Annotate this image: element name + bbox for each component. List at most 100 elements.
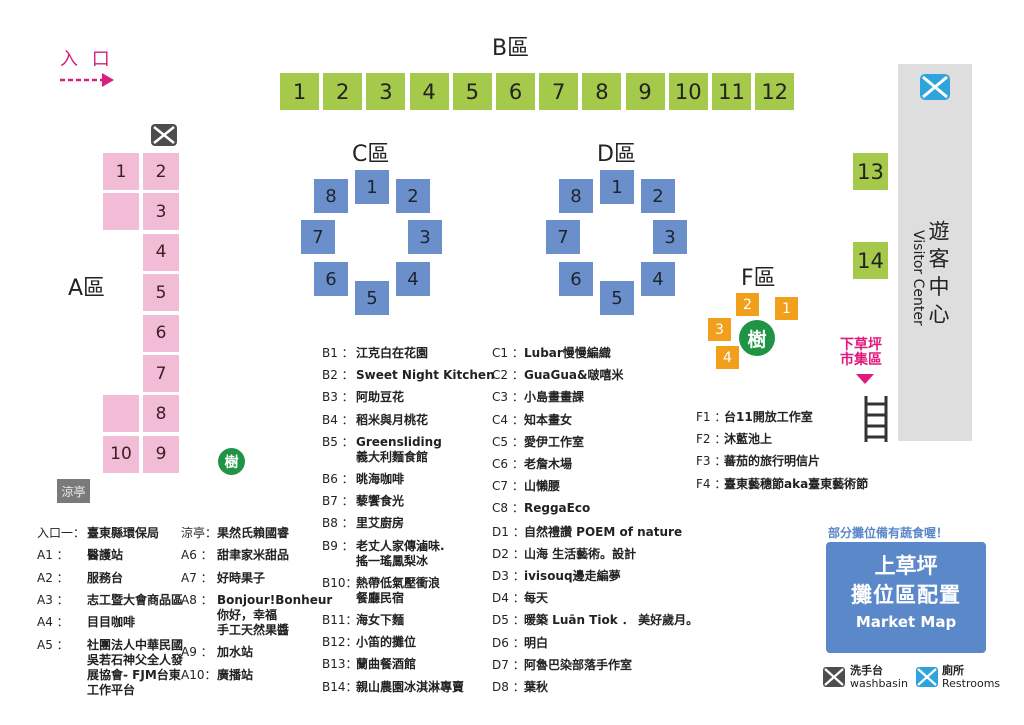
stall-a5[interactable]: 5: [143, 274, 179, 312]
stall-c6[interactable]: 6: [314, 262, 348, 296]
stall-b14[interactable]: 14: [853, 242, 888, 279]
legend-value-line: 手工天然果醬: [217, 622, 290, 637]
legend-key: D8 ：: [492, 679, 525, 694]
stall-f2[interactable]: 2: [736, 293, 759, 316]
restroom-en: Restrooms: [942, 677, 1001, 690]
stall-c7[interactable]: 7: [301, 220, 335, 254]
stall-a6[interactable]: 6: [143, 314, 179, 352]
stall-b3[interactable]: 3: [366, 73, 406, 110]
legend-value-line: GuaGua&啵嘻米: [524, 368, 624, 383]
legend-item: C2 ：GuaGua&啵嘻米: [492, 368, 623, 383]
stall-f3[interactable]: 3: [708, 318, 731, 341]
stall-b4[interactable]: 4: [409, 73, 449, 110]
stall-a7[interactable]: 7: [143, 355, 179, 392]
legend-value-line: 阿助豆花: [356, 390, 405, 405]
stall-d2[interactable]: 2: [641, 179, 675, 213]
stall-c1[interactable]: 1: [355, 170, 389, 204]
stall-f4[interactable]: 4: [716, 346, 739, 369]
stall-a3[interactable]: 3: [143, 193, 179, 231]
legend-item: C7 ：山懶腰: [492, 479, 560, 494]
legend-value-line: 阿魯巴染部落手作室: [524, 657, 633, 672]
restroom-legend-label: 廁所 Restrooms: [942, 664, 1000, 690]
legend-value: Sweet Night Kitchen: [356, 368, 495, 383]
legend-item: B4 ：稻米與月桃花: [322, 413, 428, 428]
stall-a8[interactable]: 8: [143, 395, 179, 433]
legend-value-line: 社團法人中華民國: [87, 637, 184, 652]
title-box: 上草坪 攤位區配置 Market Map: [826, 542, 986, 653]
stall-d1[interactable]: 1: [600, 170, 634, 204]
legend-key: B5 ：: [322, 434, 354, 449]
stall-d3[interactable]: 3: [653, 220, 687, 254]
stall-a9[interactable]: 9: [143, 435, 179, 473]
stall-f1[interactable]: 1: [775, 297, 798, 320]
stall-c8[interactable]: 8: [314, 179, 348, 213]
stall-b5[interactable]: 5: [452, 73, 492, 110]
legend-value: 社團法人中華民國吳若石神父全人發展協會- FJM台東工作平台: [87, 638, 183, 698]
legend-value: 目目咖啡: [87, 615, 135, 630]
legend-value: 親山農園冰淇淋專賣: [356, 680, 464, 695]
vegetarian-note: 部分攤位備有蔬食喔！: [828, 526, 949, 540]
washbasin-icon[interactable]: [151, 124, 177, 146]
stall-a-empty[interactable]: [103, 193, 139, 231]
stall-a10[interactable]: 10: [103, 435, 139, 473]
stall-d6[interactable]: 6: [559, 262, 593, 296]
legend-item: F4 ：臺東藝穗節aka臺東藝術節: [696, 477, 868, 492]
stall-c2[interactable]: 2: [396, 179, 430, 213]
stall-c5[interactable]: 5: [355, 281, 389, 315]
legend-value-line: 甜聿家米甜品: [217, 548, 290, 563]
stall-b1[interactable]: 1: [280, 73, 319, 110]
stall-b12[interactable]: 12: [755, 73, 795, 110]
stall-d7[interactable]: 7: [546, 220, 580, 254]
stall-b13[interactable]: 13: [853, 153, 888, 190]
legend-value-line: 志工暨大會商品區: [87, 592, 184, 607]
entrance-arrow-icon: [60, 73, 114, 87]
legend-key: A8 ：: [181, 592, 213, 607]
stall-c3[interactable]: 3: [408, 220, 442, 254]
legend-key: A7 ：: [181, 570, 213, 585]
legend-key: A9 ：: [181, 645, 213, 660]
legend-item: D2 ：山海 生活藝術。設計: [492, 547, 636, 562]
stairs-icon: [864, 396, 888, 442]
legend-item: D5 ：暖築 Luān Tiok ． 美好歲月。: [492, 613, 698, 628]
stall-a-empty[interactable]: [103, 395, 139, 433]
stall-b7[interactable]: 7: [539, 73, 579, 110]
legend-key: B13：: [322, 657, 358, 672]
legend-value-line: 沐藍池上: [724, 432, 773, 447]
legend-value-line: 江克白在花園: [356, 346, 429, 360]
legend-item: D3 ：ivisouq邊走編夢: [492, 569, 621, 584]
legend-value: 沐藍池上: [724, 432, 772, 447]
stall-d5[interactable]: 5: [600, 281, 634, 315]
legend-value-line: 義大利麵食館: [356, 449, 429, 464]
legend-key: C6 ：: [492, 457, 524, 471]
lower-market-label[interactable]: 下草坪 市集區: [840, 338, 882, 368]
legend-item: C8 ：ReggaEco: [492, 501, 590, 516]
legend-item: B11：海女下麵: [322, 613, 404, 628]
legend-item: 入口一：臺東縣環保局: [37, 526, 159, 541]
restroom-legend-icon: [916, 667, 938, 687]
stall-b2[interactable]: 2: [323, 73, 363, 110]
legend-item: C3 ：小島畫畫課: [492, 390, 584, 405]
restroom-icon[interactable]: [920, 74, 950, 100]
legend-item: B9 ：老丈人家傳滷味.搖一瑤鳳梨冰: [322, 539, 445, 569]
stall-a2[interactable]: 2: [143, 153, 179, 190]
stall-d4[interactable]: 4: [641, 262, 675, 296]
zone-c-label: C區: [352, 142, 390, 167]
stall-b6[interactable]: 6: [496, 73, 535, 110]
stall-b9[interactable]: 9: [625, 73, 665, 110]
stall-d8[interactable]: 8: [559, 179, 593, 213]
legend-key: B3 ：: [322, 390, 354, 405]
legend-value-line: 展協會- FJM台東: [87, 667, 181, 682]
zone-f-label: F區: [741, 266, 776, 291]
stall-b8[interactable]: 8: [582, 73, 622, 110]
legend-value: 甜聿家米甜品: [217, 548, 289, 563]
legend-value-line: Bonjour!Bonheur: [217, 592, 333, 607]
legend-key: F2 ：: [696, 432, 727, 447]
stall-a4[interactable]: 4: [143, 233, 179, 271]
stall-a1[interactable]: 1: [103, 153, 139, 190]
stall-c4[interactable]: 4: [396, 262, 430, 296]
stall-b10[interactable]: 10: [668, 73, 708, 110]
legend-key: A1 ：: [37, 548, 69, 563]
legend-value: ReggaEco: [524, 501, 590, 516]
stall-b11[interactable]: 11: [712, 73, 751, 110]
